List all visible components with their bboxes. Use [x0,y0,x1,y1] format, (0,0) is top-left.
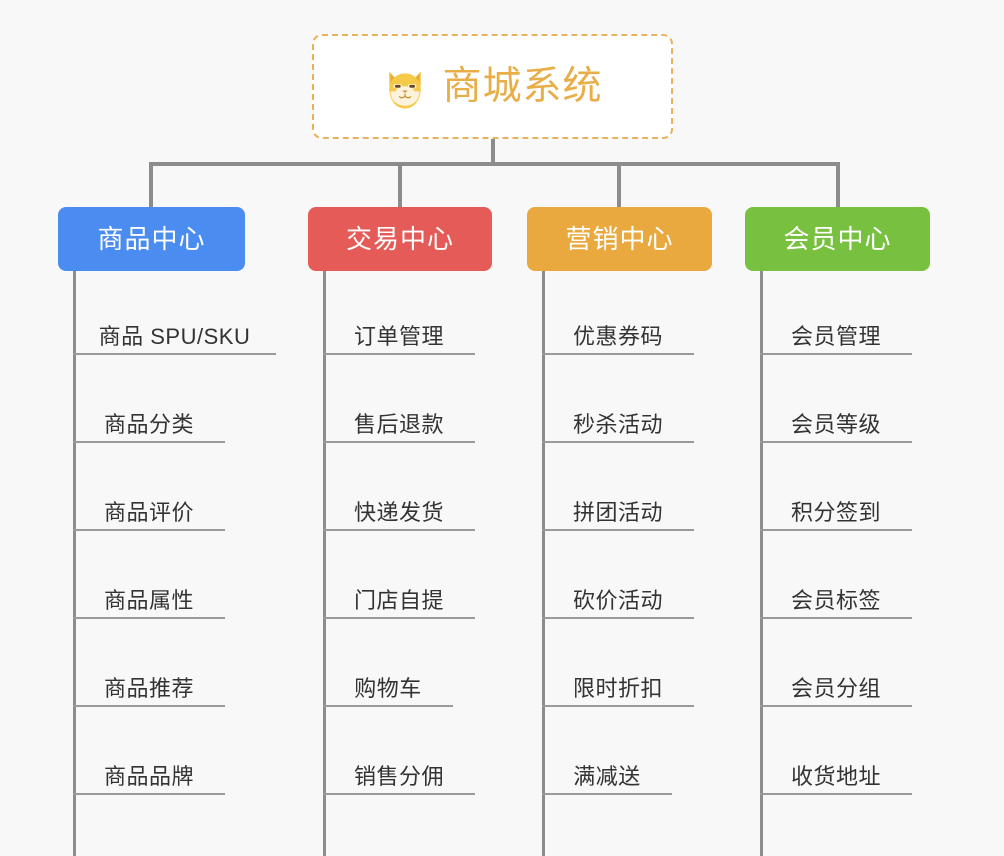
leaf-label: 会员等级 [790,411,881,437]
leaf-item-3-6[interactable]: 满减送 [542,751,672,795]
leaf-item-1-4[interactable]: 商品属性 [73,575,225,619]
leaf-item-3-2[interactable]: 秒杀活动 [542,399,694,443]
leaf-label: 销售分佣 [353,763,444,789]
leaf-item-3-3[interactable]: 拼团活动 [542,487,694,531]
root-node-title: 商城系统 [442,65,603,108]
leaf-label: 商品属性 [103,587,194,613]
connector-drop-1 [149,162,153,208]
leaf-label: 会员分组 [790,675,881,701]
leaf-item-1-2[interactable]: 商品分类 [73,399,225,443]
connector-drop-4 [836,162,840,208]
leaf-label: 快递发货 [353,499,444,525]
leaf-label: 积分签到 [790,499,881,525]
category-header-1[interactable]: 商品中心 [58,207,245,271]
leaf-item-2-6[interactable]: 销售分佣 [323,751,475,795]
connector-drop-2 [398,162,402,208]
leaf-label: 满减送 [573,763,641,789]
leaf-item-4-3[interactable]: 积分签到 [760,487,912,531]
leaf-item-4-5[interactable]: 会员分组 [760,663,912,707]
leaf-item-3-1[interactable]: 优惠券码 [542,311,694,355]
leaf-label: 订单管理 [353,323,444,349]
leaf-item-1-5[interactable]: 商品推荐 [73,663,225,707]
leaf-item-3-4[interactable]: 砍价活动 [542,575,694,619]
leaf-item-2-1[interactable]: 订单管理 [323,311,475,355]
category-trunk-2 [323,271,326,856]
leaf-label: 商品推荐 [103,675,194,701]
shiba-dog-face-icon [389,70,422,109]
leaf-label: 售后退款 [353,411,444,437]
category-header-2-label: 交易中心 [345,224,454,254]
leaf-item-4-6[interactable]: 收货地址 [760,751,912,795]
leaf-label: 砍价活动 [572,587,663,613]
leaf-item-3-5[interactable]: 限时折扣 [542,663,694,707]
leaf-item-1-6[interactable]: 商品品牌 [73,751,225,795]
leaf-item-1-3[interactable]: 商品评价 [73,487,225,531]
leaf-item-2-2[interactable]: 售后退款 [323,399,475,443]
category-trunk-1 [73,271,76,856]
leaf-label: 会员管理 [790,323,881,349]
leaf-label: 秒杀活动 [572,411,663,437]
root-node-mall-system[interactable]: 商城系统 [312,34,673,139]
leaf-item-2-5[interactable]: 购物车 [323,663,453,707]
leaf-item-4-2[interactable]: 会员等级 [760,399,912,443]
leaf-label: 商品分类 [103,411,194,437]
leaf-item-4-1[interactable]: 会员管理 [760,311,912,355]
leaf-label: 门店自提 [353,587,444,613]
category-trunk-3 [542,271,545,856]
leaf-label: 购物车 [354,675,422,701]
leaf-label: 优惠券码 [572,323,663,349]
category-header-2[interactable]: 交易中心 [308,207,492,271]
leaf-label: 限时折扣 [572,675,663,701]
leaf-label: 商品评价 [103,499,194,525]
category-header-3[interactable]: 营销中心 [527,207,712,271]
leaf-label: 商品 SPU/SKU [98,323,251,349]
leaf-label: 会员标签 [790,587,881,613]
connector-horizontal-bus [149,162,839,166]
leaf-item-2-3[interactable]: 快递发货 [323,487,475,531]
connector-drop-3 [617,162,621,208]
category-header-1-label: 商品中心 [97,224,206,254]
leaf-label: 拼团活动 [572,499,663,525]
connector-root-stem [491,139,495,164]
leaf-item-1-1[interactable]: 商品 SPU/SKU [73,311,276,355]
leaf-item-2-4[interactable]: 门店自提 [323,575,475,619]
root-node-content: 商城系统 [382,64,602,110]
category-header-4[interactable]: 会员中心 [745,207,930,271]
leaf-label: 商品品牌 [103,763,194,789]
category-header-4-label: 会员中心 [783,224,892,254]
leaf-item-4-4[interactable]: 会员标签 [760,575,912,619]
leaf-label: 收货地址 [790,763,881,789]
category-header-3-label: 营销中心 [565,224,674,254]
category-trunk-4 [760,271,763,856]
